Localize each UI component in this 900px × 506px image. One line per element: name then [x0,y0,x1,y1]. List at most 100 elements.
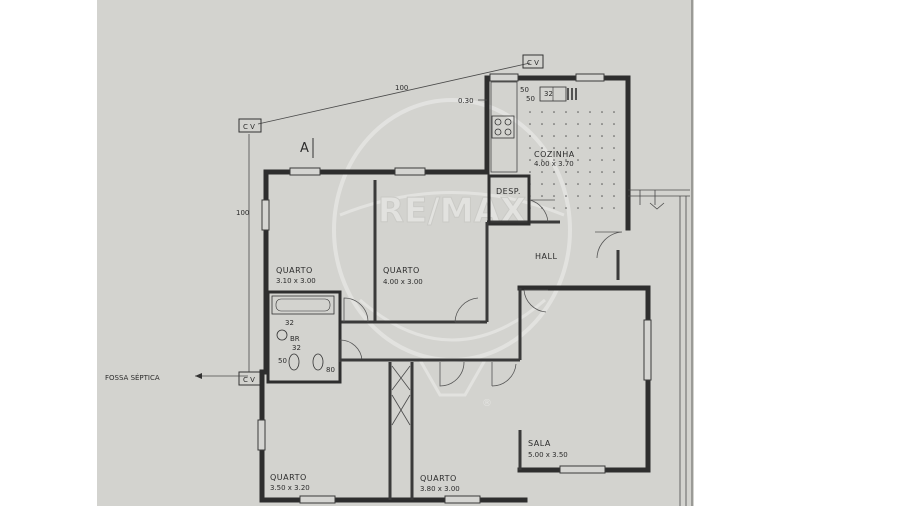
tile-dot [553,147,555,149]
tile-dot [553,135,555,137]
tile-dot [529,123,531,125]
tile-dot [541,171,543,173]
tile-dot [601,195,603,197]
kitchen-offset: 0.30 [458,97,474,105]
tile-dot [589,135,591,137]
tile-dot [541,135,543,137]
survey-line-top [257,62,531,125]
quarto4-door [439,361,465,387]
room-name-hall: HALL [535,252,557,261]
tile-dot [613,159,615,161]
room-size-quarto4: 3.80 x 3.00 [420,485,460,493]
tile-dot [565,111,567,113]
tile-dot [565,159,567,161]
tile-dot [553,159,555,161]
tile-dot [589,195,591,197]
tile-dot [541,183,543,185]
room-size-quarto1: 3.10 x 3.00 [276,277,316,285]
tile-dot [553,123,555,125]
tile-dot [577,195,579,197]
tile-dot [601,171,603,173]
left-dimension: 100 [236,209,249,217]
bath-code: BR [290,335,300,343]
tile-dot [601,135,603,137]
tile-dot [565,171,567,173]
tile-dot [601,123,603,125]
tile-dot [553,171,555,173]
room-name-quarto1: QUARTO [276,266,313,275]
tile-dot [589,147,591,149]
bidet-icon [312,353,324,371]
desp-door [529,199,555,223]
kitchen-walls [484,73,631,231]
kitchen-counter [490,81,518,173]
tile-dot [541,195,543,197]
wardrobe-hatching [391,365,411,426]
tile-dot [529,147,531,149]
room-name-sala: SALA [528,439,551,448]
room-size-quarto3: 3.50 x 3.20 [270,484,310,492]
tile-dot [577,111,579,113]
watermark-registered-mark: ® [482,398,492,409]
room-name-quarto2: QUARTO [383,266,420,275]
tile-dot [529,159,531,161]
tile-dot [601,111,603,113]
tile-dot [577,147,579,149]
tile-dot [553,195,555,197]
septic-label: FOSSA SÉPTICA [105,373,160,382]
tile-dot [565,183,567,185]
tile-dot [613,195,615,197]
svg-text:C V: C V [243,376,255,384]
kitchen-dim-3: 32 [544,90,553,98]
tile-dot [601,147,603,149]
bath-dim-3: 50 [278,357,287,365]
tile-dot [613,171,615,173]
bath-dim-2: 32 [292,344,301,352]
kitchen-dim-1: 50 [520,86,529,94]
tile-dot [529,111,531,113]
terrace-outline [628,189,690,506]
kitchen-tile-grid [529,111,615,209]
tile-dot [577,183,579,185]
hall-door [595,231,623,259]
room-name-quarto4: QUARTO [420,474,457,483]
tile-dot [541,147,543,149]
quarto2-door [454,297,480,323]
tile-dot [529,171,531,173]
paper-sheet [97,0,694,506]
bath-dim-1: 32 [285,319,294,327]
top-dimension: 100 [395,84,408,92]
septic-arrow-head [195,373,202,379]
tile-dot [553,207,555,209]
tile-dot [613,123,615,125]
tile-dot [589,171,591,173]
tile-dot [565,147,567,149]
tile-dot [613,135,615,137]
washbasin-icon [276,329,288,341]
tile-dot [565,123,567,125]
tile-dot [589,207,591,209]
tile-dot [541,159,543,161]
tile-dot [613,183,615,185]
sala-walls [517,285,652,474]
room-size-sala: 5.00 x 3.50 [528,451,568,459]
stove-icon [491,115,515,139]
tile-dot [529,135,531,137]
tile-dot [577,171,579,173]
bottom-bedrooms-walls [257,358,528,504]
tile-dot [553,183,555,185]
tile-dot [541,123,543,125]
cv-marker-left-top: C V [238,118,262,133]
sala-door-top [523,289,548,313]
bathtub-icon [271,295,335,315]
toilet-icon [288,353,300,371]
room-size-cozinha: 4.00 x 3.70 [534,160,574,168]
room-name-quarto3: QUARTO [270,473,307,482]
svg-text:C V: C V [527,59,539,67]
sink-icon [539,86,577,102]
tile-dot [577,123,579,125]
tile-dot [553,111,555,113]
tile-dot [565,135,567,137]
tile-dot [565,195,567,197]
